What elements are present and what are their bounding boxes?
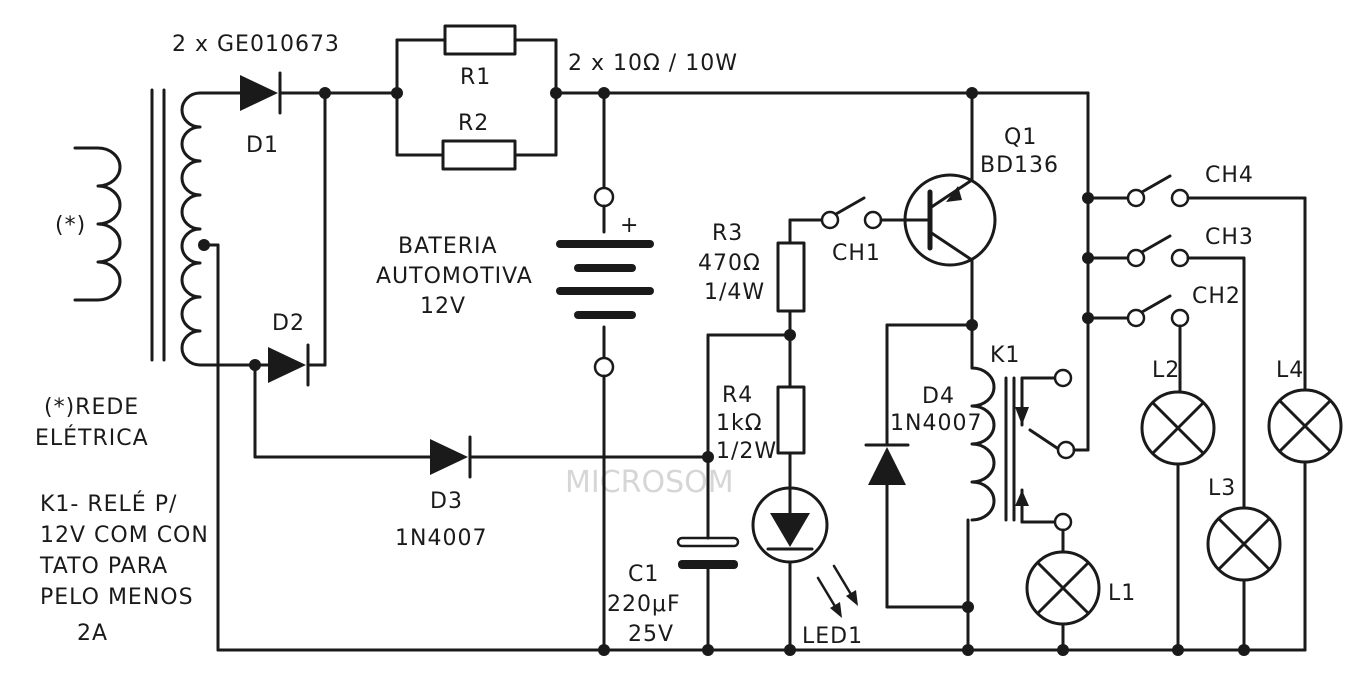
label-ch2: CH2	[1192, 284, 1241, 309]
label-r3-value: 470Ω	[698, 251, 761, 276]
label-led: LED1	[802, 624, 863, 649]
capacitor-c1	[676, 536, 740, 569]
relay-k1-coil	[966, 323, 1016, 652]
label-r2: R2	[458, 111, 489, 136]
note-mains-line1: (*)REDE	[44, 395, 139, 420]
label-d1: D1	[246, 133, 279, 158]
label-l1: L1	[1108, 581, 1136, 606]
lamp-l2	[1140, 390, 1216, 466]
battery-positive-terminal	[593, 186, 615, 208]
label-r4: R4	[722, 383, 753, 408]
label-c1-voltage: 25V	[628, 622, 674, 647]
diode-d1	[240, 71, 282, 115]
label-d4: D4	[922, 384, 955, 409]
label-r3-power: 1/4W	[704, 280, 765, 305]
lamp-l3	[1206, 506, 1282, 582]
resistor-r2	[441, 139, 517, 171]
label-d3-part: 1N4007	[395, 526, 487, 551]
label-q1: Q1	[1004, 125, 1037, 150]
note-relay-line1: K1- RELÉ P/	[40, 491, 177, 517]
lamp-l4	[1267, 388, 1343, 464]
transformer	[73, 88, 202, 367]
label-ch4: CH4	[1205, 163, 1254, 188]
label-r4-power: 1/2W	[716, 439, 777, 464]
label-battery-line1: BATERIA	[398, 234, 498, 259]
label-resistors-spec: 2 x 10Ω / 10W	[568, 51, 738, 76]
label-l2: L2	[1152, 358, 1180, 383]
note-mains-line2: ELÉTRICA	[35, 425, 149, 451]
switch-ch2	[1126, 294, 1190, 328]
label-r4-value: 1kΩ	[716, 411, 763, 436]
switch-ch4	[1126, 174, 1190, 208]
label-q1-part: BD136	[980, 153, 1059, 178]
note-relay-line2: 12V COM CON	[40, 523, 209, 548]
label-l4: L4	[1276, 358, 1304, 383]
resistor-r1	[443, 24, 517, 56]
label-r1: R1	[460, 65, 491, 90]
lamp-l1	[1025, 550, 1101, 626]
transistor-q1	[903, 173, 997, 267]
relay-k1-contacts	[1015, 368, 1090, 554]
diode-d4	[864, 443, 910, 485]
label-diodes: 2 x GE010673	[172, 32, 340, 57]
mains-marker: (*)	[55, 213, 86, 238]
battery-symbol	[556, 240, 654, 319]
label-d3: D3	[430, 489, 463, 514]
note-relay-line3: TATO PARA	[39, 554, 168, 579]
label-battery-line3: 12V	[420, 294, 466, 319]
label-c1-value: 220μF	[607, 592, 681, 617]
note-relay-line4: PELO MENOS	[40, 585, 194, 610]
diode-d2	[268, 343, 310, 387]
label-c1: C1	[628, 562, 659, 587]
switch-ch3	[1126, 234, 1190, 268]
label-l3: L3	[1208, 476, 1236, 501]
switch-ch1	[820, 196, 883, 230]
label-battery-plus: +	[620, 213, 639, 238]
label-r3: R3	[712, 221, 743, 246]
battery-negative-terminal	[593, 356, 615, 378]
label-d2: D2	[272, 311, 305, 336]
resistor-r3	[776, 241, 806, 313]
led-1	[751, 486, 858, 618]
bleed-through-text: MICROSOM	[565, 465, 734, 500]
resistor-r4	[776, 385, 806, 455]
diode-d3	[430, 435, 472, 479]
note-relay-line5: 2A	[77, 621, 108, 646]
label-ch3: CH3	[1205, 225, 1254, 250]
label-d4-part: 1N4007	[890, 411, 982, 436]
label-k1: K1	[990, 343, 1020, 368]
label-battery-line2: AUTOMOTIVA	[376, 264, 533, 289]
label-ch1: CH1	[832, 241, 881, 266]
